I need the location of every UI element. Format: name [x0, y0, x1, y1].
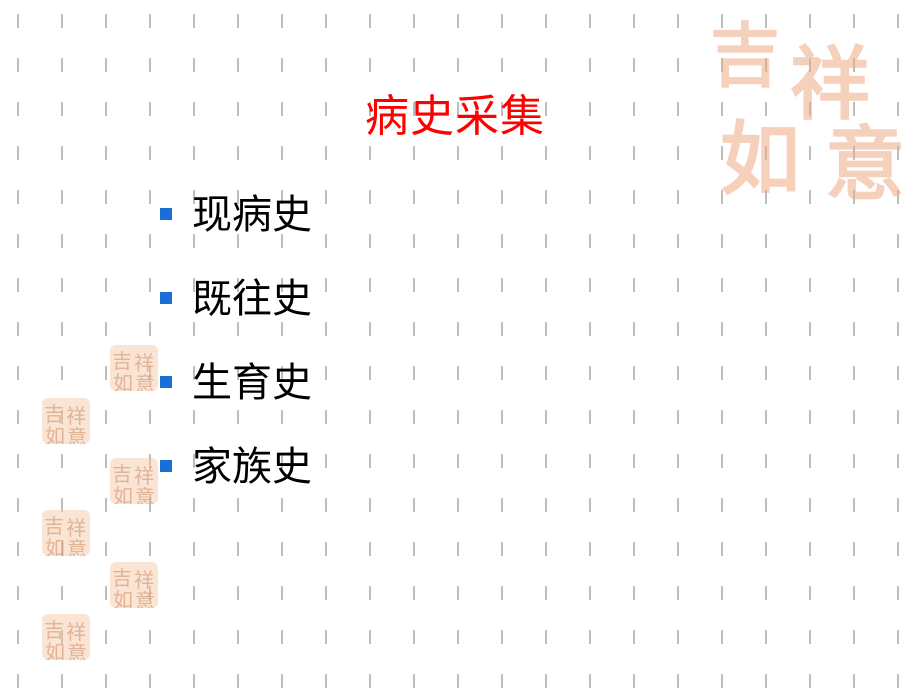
auspicious-calligraphy-watermark: 吉 祥 如 意: [700, 0, 920, 211]
seal-char: 意: [67, 425, 87, 444]
seal-char: 吉: [44, 514, 64, 538]
seal-char: 如: [45, 536, 65, 556]
seal-char: 吉: [112, 566, 132, 590]
seal-stamp: 吉祥如意: [110, 562, 158, 608]
history-items-list: 现病史 既往史 生育史 家族史: [160, 190, 312, 526]
seal-char: 祥: [134, 568, 154, 592]
seal-stamp: 吉祥如意: [42, 398, 90, 444]
seal-stamp: 吉祥如意: [42, 614, 90, 660]
list-item: 既往史: [160, 274, 312, 358]
seal-char: 祥: [134, 351, 154, 375]
list-item: 家族史: [160, 442, 312, 526]
slide-title: 病史采集: [365, 91, 545, 142]
square-bullet-icon: [160, 376, 172, 388]
seal-char: 如: [45, 640, 65, 660]
seal-char: 如: [45, 424, 65, 444]
seal-char: 祥: [134, 464, 154, 488]
list-item-label: 既往史: [192, 276, 312, 322]
list-item-label: 现病史: [192, 192, 312, 238]
seal-char: 意: [67, 537, 87, 556]
seal-char: 祥: [66, 404, 86, 428]
seal-char: 如: [113, 588, 133, 608]
seal-char: 吉: [112, 349, 132, 373]
seal-char: 意: [67, 641, 87, 660]
list-item-label: 家族史: [192, 444, 312, 490]
seal-char: 如: [113, 371, 133, 391]
seal-stamp: 吉祥如意: [42, 510, 90, 556]
list-item: 现病史: [160, 190, 312, 274]
watermark-char: 祥: [790, 37, 870, 131]
list-item: 生育史: [160, 358, 312, 442]
seal-char: 意: [135, 485, 155, 504]
watermark-char: 吉: [710, 14, 780, 97]
seal-char: 意: [135, 372, 155, 391]
seal-char: 祥: [66, 620, 86, 644]
watermark-char: 如: [720, 112, 800, 206]
seal-stamp: 吉祥如意: [110, 345, 158, 391]
seal-char: 如: [113, 484, 133, 504]
seal-stamp: 吉祥如意: [110, 458, 158, 504]
square-bullet-icon: [160, 208, 172, 220]
seal-char: 吉: [44, 618, 64, 642]
square-bullet-icon: [160, 292, 172, 304]
seal-char: 祥: [66, 516, 86, 540]
list-item-label: 生育史: [192, 360, 312, 406]
seal-char: 吉: [112, 462, 132, 486]
watermark-char: 意: [825, 117, 905, 211]
seal-char: 吉: [44, 402, 64, 426]
seal-char: 意: [135, 589, 155, 608]
square-bullet-icon: [160, 460, 172, 472]
